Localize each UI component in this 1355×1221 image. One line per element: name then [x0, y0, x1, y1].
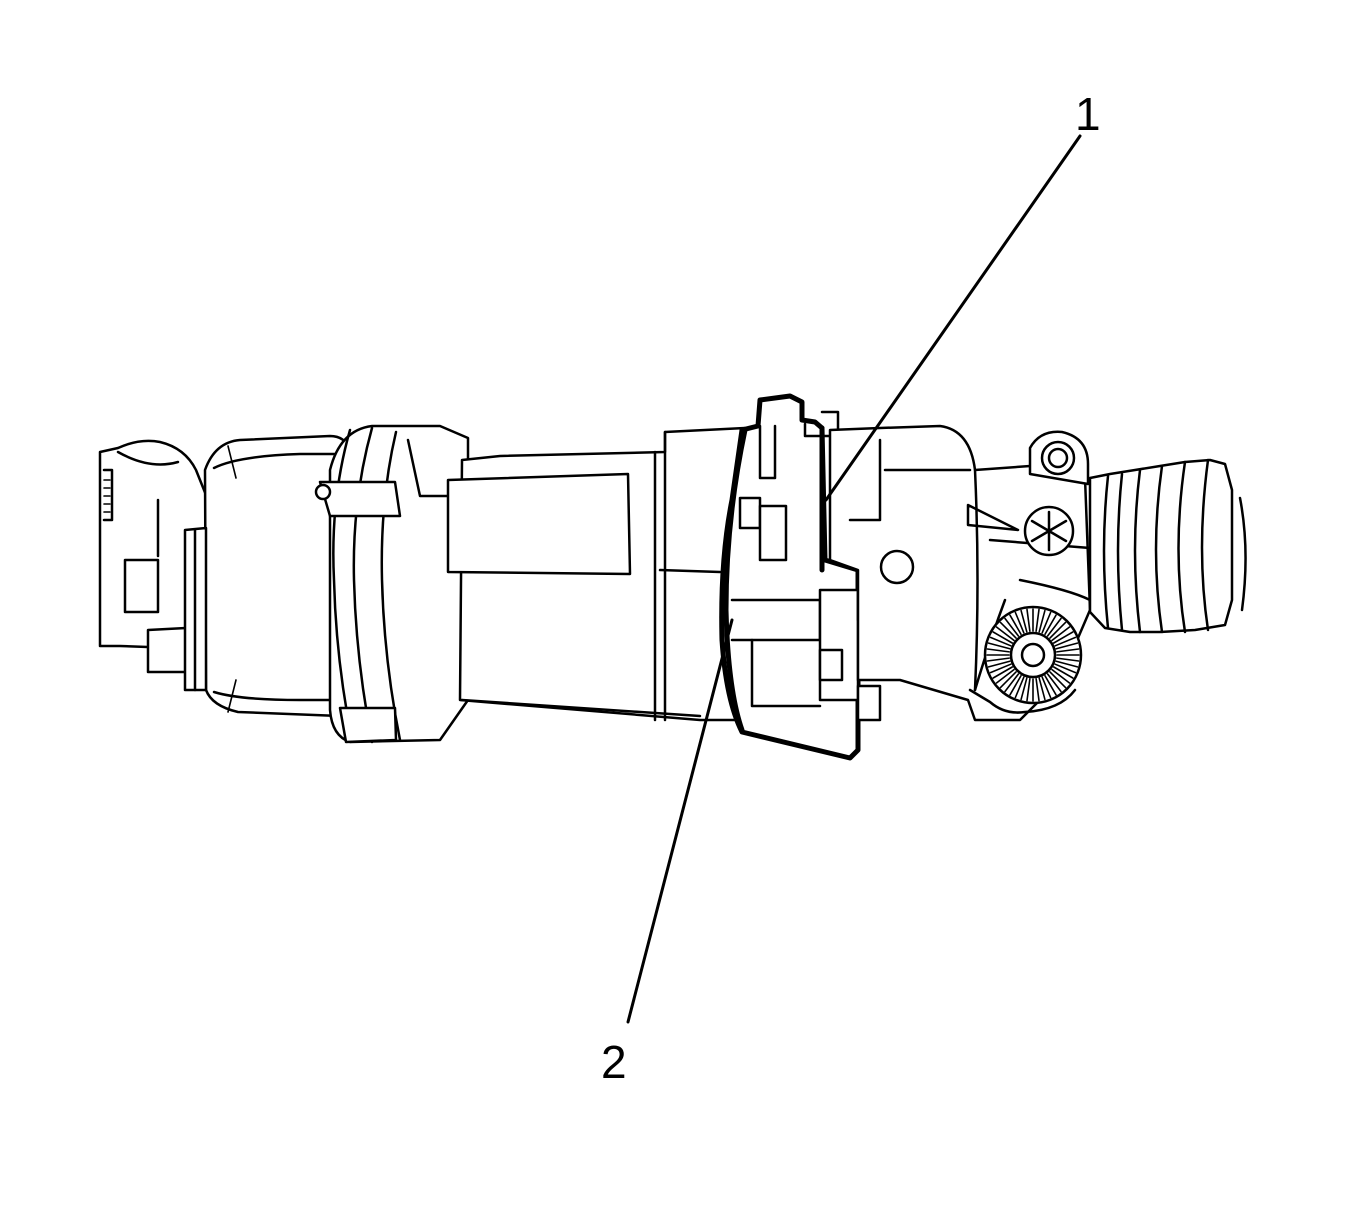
gear-tooth [1044, 614, 1057, 636]
gear-tooth [1055, 660, 1079, 668]
gear-tooth [1055, 642, 1079, 650]
gear-tooth [1046, 617, 1062, 637]
gear-tooth [1044, 674, 1057, 696]
gear-tooth [992, 631, 1014, 644]
gear-tooth [1054, 663, 1077, 674]
gear-tooth [1026, 608, 1031, 633]
gear-tooth [987, 642, 1011, 650]
callout-2-label: 2 [601, 1036, 627, 1088]
callout-2-leader [626, 618, 734, 1024]
rack-housing-tube [446, 426, 747, 722]
gear-tooth [995, 626, 1015, 642]
gear-tooth [1049, 621, 1067, 639]
drive-housing-bold-outline [719, 393, 882, 761]
motor-clamp-flange [314, 424, 470, 744]
adjuster-mark [1023, 505, 1075, 557]
gear-tooth [1009, 674, 1022, 696]
gear-tooth [999, 671, 1017, 689]
left-end-housing [98, 439, 210, 674]
gear-tooth [1026, 677, 1031, 702]
gear-tooth [989, 636, 1012, 647]
callout-1-label: 1 [1075, 88, 1101, 140]
gear-tooth [1014, 611, 1025, 634]
gear-tooth [1051, 626, 1071, 642]
gear-tooth [1049, 671, 1067, 689]
gear-tooth [987, 660, 1011, 668]
electric-motor [183, 434, 354, 718]
gear-tooth [1052, 666, 1074, 679]
gear-tooth [1055, 648, 1080, 653]
gear-tooth [1055, 657, 1080, 662]
gear-tooth [1009, 614, 1022, 636]
gear-tooth [1038, 609, 1046, 633]
gear-tooth [1038, 677, 1046, 701]
callout-1-leader [824, 134, 1082, 502]
gear-tooth [1046, 673, 1062, 693]
gear-tooth [989, 663, 1012, 674]
gear-tooth [986, 648, 1011, 653]
gear-tooth [995, 668, 1015, 684]
gear-tooth [1041, 676, 1052, 699]
gear-tooth [1051, 668, 1071, 684]
gear-tooth [1004, 617, 1020, 637]
gear-tooth [986, 657, 1011, 662]
bellows-boot [1088, 458, 1247, 634]
gear-tooth [1052, 631, 1074, 644]
gear-tooth [999, 621, 1017, 639]
gear-tooth [1014, 676, 1025, 699]
gear-tooth [1020, 677, 1028, 701]
gear-tooth [1041, 611, 1052, 634]
gear-tooth [1054, 636, 1077, 647]
gear-tooth [1020, 609, 1028, 633]
gear-tooth [1035, 677, 1040, 702]
gear-tooth [992, 666, 1014, 679]
mounting-ear [1028, 430, 1090, 486]
gear-tooth [1004, 673, 1020, 693]
serrated-gear [968, 605, 1083, 714]
gear-tooth [1035, 608, 1040, 633]
